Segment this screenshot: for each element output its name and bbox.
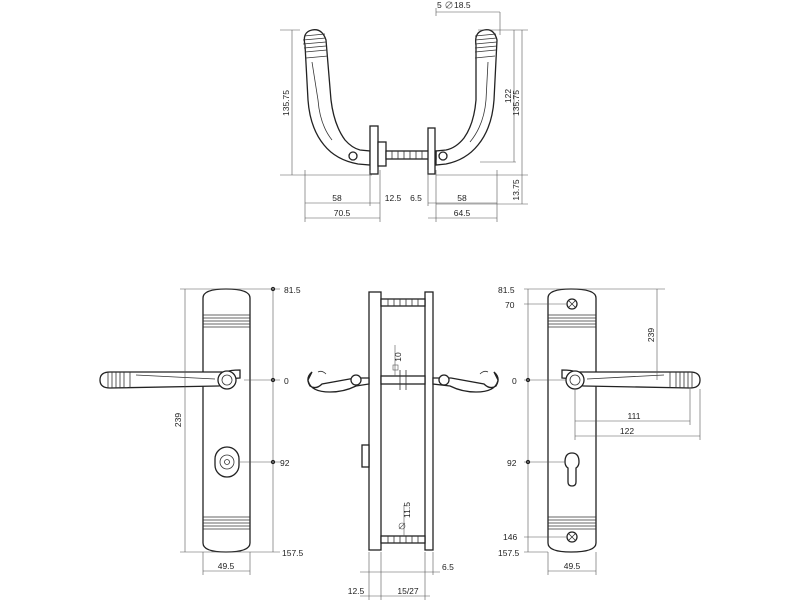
- front-right-zero: 0: [512, 376, 517, 386]
- front-right-bottom: 157.5: [498, 548, 520, 558]
- front-right-keyhole: 92: [507, 458, 517, 468]
- front-left-top: 81.5: [284, 285, 301, 295]
- keyhole-escutcheon: [214, 446, 240, 478]
- front-right-dimensions: [524, 288, 701, 575]
- top-left-rose-width: 12.5: [385, 193, 402, 203]
- door-left-plate: [368, 291, 382, 551]
- side-right-bottom: 6.5: [442, 562, 454, 572]
- top-left-lever-width: 58: [332, 193, 342, 203]
- cylinder-keyhole: [564, 452, 580, 487]
- front-left-height: 239: [173, 413, 183, 427]
- right-lever: [561, 369, 701, 390]
- top-right-bottom: 13.75: [511, 179, 521, 201]
- front-right-height: 239: [646, 328, 656, 342]
- door-right-plate: [424, 291, 434, 551]
- front-right-screw-bottom: 146: [503, 532, 517, 542]
- front-right-lever-inner: 111: [628, 411, 641, 421]
- side-dimensions: [360, 345, 440, 600]
- side-middle-bottom: 15/27: [397, 586, 419, 596]
- side-screw-top: [380, 298, 426, 307]
- thread-value: 18.5: [454, 0, 471, 10]
- front-right-lever-outer: 122: [620, 426, 634, 436]
- top-left-height: 135.75: [281, 90, 291, 116]
- side-left-bottom: 12.5: [348, 586, 365, 596]
- thread-label: 5: [437, 0, 442, 10]
- screw-diameter-symbol: [398, 522, 406, 530]
- side-screw-size: 11.5: [402, 502, 412, 518]
- top-dimensions: [280, 8, 528, 222]
- top-right-total: 64.5: [454, 208, 471, 218]
- top-left-lever: [302, 29, 387, 175]
- side-spindle: [380, 375, 426, 385]
- diameter-symbol: [445, 1, 453, 9]
- top-right-inner-height: 122: [503, 89, 513, 103]
- side-left-lever: [307, 370, 370, 393]
- front-left-keyhole: 92: [280, 458, 290, 468]
- top-right-outer-height: 135.75: [511, 90, 521, 116]
- right-backplate: [547, 288, 597, 553]
- side-right-lever: [432, 370, 499, 393]
- square-symbol: [392, 364, 399, 371]
- top-right-lever-width: 58: [457, 193, 467, 203]
- front-left-zero: 0: [284, 376, 289, 386]
- front-right-screw-top: 70: [505, 300, 515, 310]
- top-right-rose-width: 6.5: [410, 193, 422, 203]
- front-right-view: 81.5 70 0 92 146 157.5 239 111 122 49.5: [498, 285, 701, 575]
- top-view: 5 18.5 135.75 122 135.75 13.75 58 12.5 6…: [280, 0, 528, 222]
- front-left-view: 81.5 0 92 157.5 239 49.5: [99, 285, 304, 575]
- front-right-top: 81.5: [498, 285, 515, 295]
- front-right-width: 49.5: [564, 561, 581, 571]
- front-left-width: 49.5: [218, 561, 235, 571]
- left-lever: [99, 369, 241, 390]
- front-left-bottom: 157.5: [282, 548, 304, 558]
- side-spindle-size: 10: [393, 352, 403, 362]
- top-right-lever: [427, 29, 498, 175]
- left-backplate: [202, 288, 251, 553]
- top-left-total: 70.5: [334, 208, 351, 218]
- top-dimension-labels: 5 18.5 135.75 122 135.75 13.75 58 12.5 6…: [281, 0, 521, 218]
- front-left-dimensions: [180, 288, 280, 575]
- side-view: 10 11.5 12.5 15/27 6.5: [307, 291, 499, 600]
- side-screw-bottom: [380, 535, 426, 544]
